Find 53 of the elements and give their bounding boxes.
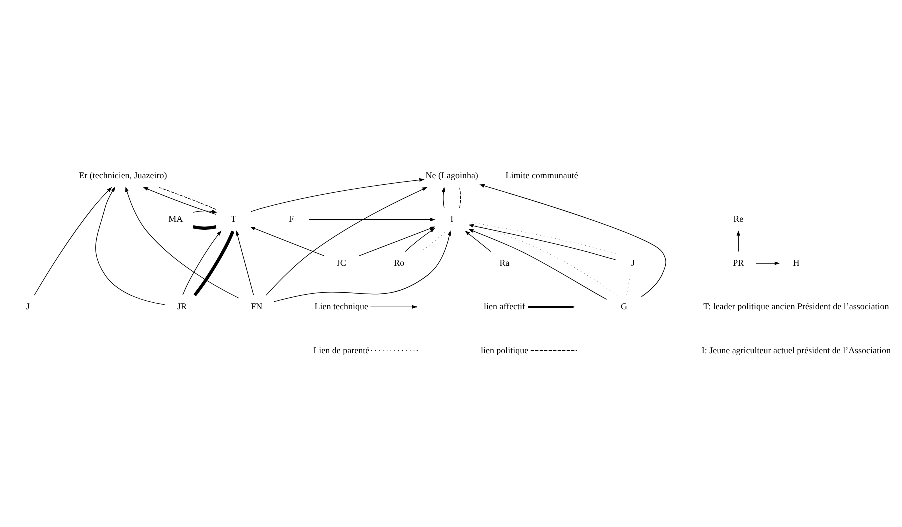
connector [469, 223, 617, 296]
connector [192, 226, 217, 230]
arrow [274, 230, 452, 302]
connector [416, 231, 446, 255]
arrow [236, 230, 254, 296]
legend-label: Lien technique [314, 302, 368, 312]
label: I: Jeune agriculteur actuel président de l’Association [702, 345, 892, 356]
legend-label: lien affectif [484, 302, 526, 312]
connector [626, 275, 632, 296]
arrow [468, 224, 616, 260]
arrow [143, 187, 217, 215]
arrow [182, 230, 222, 296]
arrow [126, 186, 240, 299]
node-text: J [26, 302, 30, 312]
arrow [736, 230, 740, 252]
node-text: I [450, 214, 454, 224]
node-text: G [621, 302, 628, 312]
node-text: J [632, 258, 636, 268]
node-text: Re [734, 214, 744, 224]
connector [469, 222, 616, 254]
node-text: F [289, 214, 294, 224]
node-text: PR [733, 258, 744, 268]
arrow [442, 187, 446, 208]
arrow [192, 210, 218, 214]
node-text: Er (technicien, Juazeiro) [79, 170, 168, 181]
connector [159, 187, 217, 210]
arrow [96, 186, 166, 306]
arrow [756, 262, 780, 266]
arrow [34, 187, 112, 296]
node-text: JR [178, 302, 188, 312]
node-text: Ra [500, 258, 510, 268]
node-text: Ne (Lagoinha) [426, 170, 478, 181]
arrow [250, 178, 425, 212]
connector [194, 230, 235, 296]
legend-label: Lien de parenté [314, 345, 370, 356]
connector [460, 188, 462, 208]
label: T: leader politique ancien Président de l’association [704, 302, 890, 312]
arrow [250, 226, 324, 256]
node-text: H [793, 258, 800, 268]
arrow [480, 184, 666, 298]
node-text: JC [336, 258, 346, 268]
arrow [468, 229, 608, 300]
node-text: Ro [394, 258, 405, 268]
legend-label: lien politique [480, 345, 529, 356]
label: Limite communauté [506, 170, 578, 181]
node-text: FN [251, 302, 263, 312]
arrow [358, 226, 436, 256]
node-text: MA [168, 214, 184, 224]
node-text: T [230, 214, 236, 224]
arrow [465, 230, 492, 252]
arrow [405, 228, 436, 252]
arrow [266, 187, 428, 296]
arrow [308, 218, 436, 222]
